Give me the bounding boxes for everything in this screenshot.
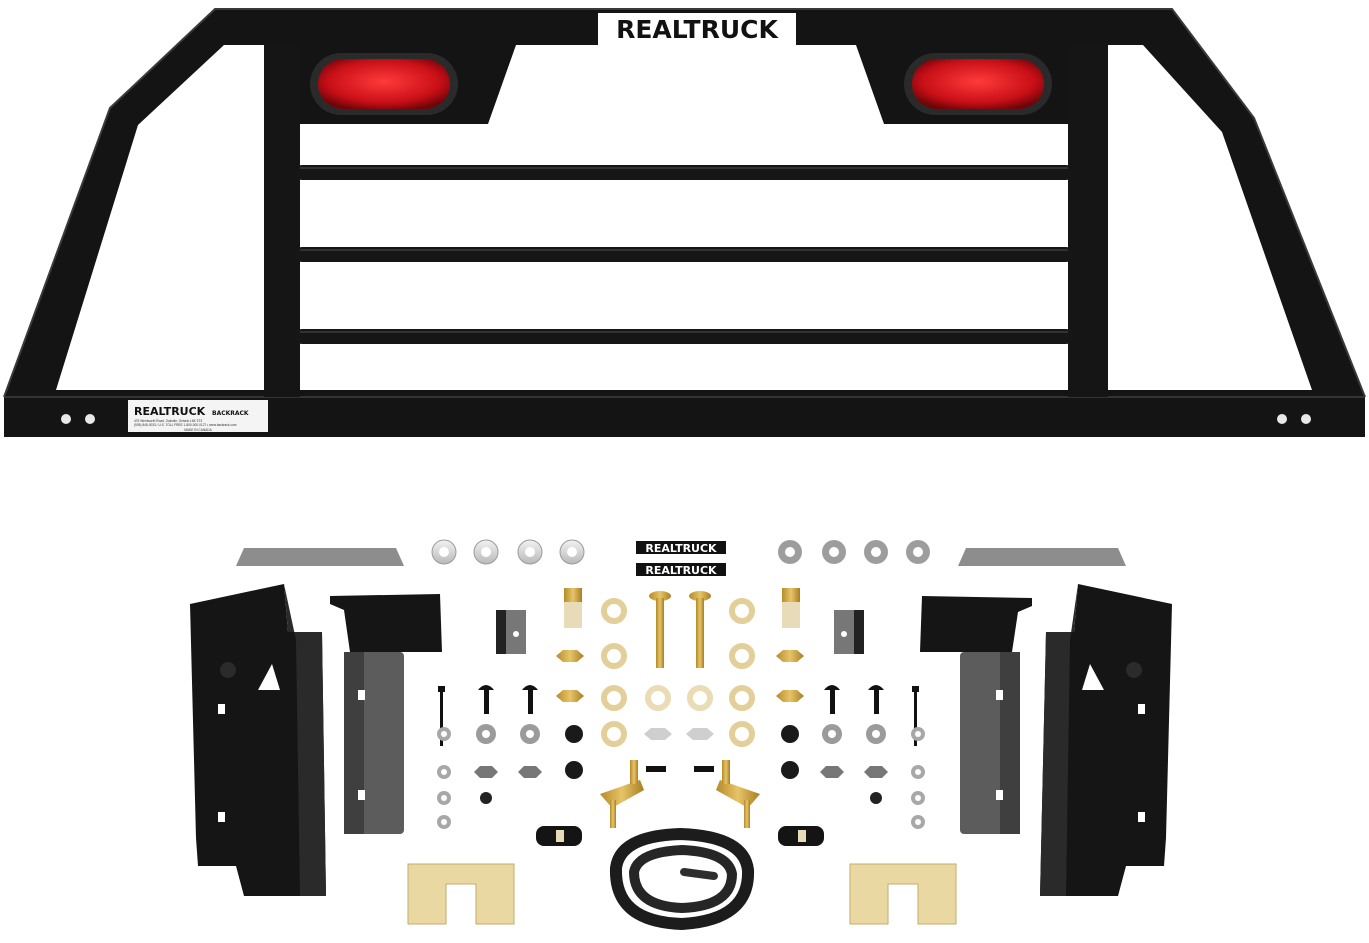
- angle-bracket-small: [496, 610, 526, 654]
- right-taillight: [904, 53, 1052, 115]
- brand-decal-text: REALTRUCK: [645, 564, 717, 577]
- carriage-bolt: [649, 591, 671, 668]
- cover-plate-left: [236, 548, 404, 566]
- j-bolt-right: [694, 760, 760, 828]
- side-bracket-right: [1040, 584, 1172, 896]
- brand-decal-text: REALTRUCK: [645, 542, 717, 555]
- mid-bracket-left: [330, 594, 442, 834]
- rack-left-post: [264, 45, 300, 397]
- u-shim-right: [849, 863, 957, 925]
- foam-seal-coil: [609, 827, 755, 931]
- carriage-bolt: [689, 591, 711, 668]
- grey-washers: [437, 724, 925, 829]
- brand-plate: [598, 13, 796, 45]
- product-label: [128, 400, 268, 432]
- washer-row-top: [431, 539, 930, 565]
- brand-decal: [636, 541, 726, 554]
- rack-right-post: [1068, 45, 1108, 397]
- label-made-in: MADE IN CANADA: [184, 428, 212, 432]
- u-shim-left: [407, 863, 515, 925]
- rack-outer-frame: [4, 9, 1365, 437]
- label-sub-brand: BACKRACK: [212, 410, 249, 417]
- brand-decal: [636, 563, 726, 576]
- mount-hole: [85, 414, 95, 424]
- mount-hole: [61, 414, 71, 424]
- black-clip-left: [536, 826, 582, 846]
- black-clip-right: [778, 826, 824, 846]
- black-bolts: [438, 685, 919, 746]
- angle-bracket-small: [834, 610, 864, 654]
- mount-hole: [1301, 414, 1311, 424]
- label-address: 475 Wentworth Road, Oakville, Ontario L6…: [134, 419, 202, 423]
- hardware-kit: REALTRUCK REALTRUCK: [190, 539, 1172, 931]
- side-bracket-left: [190, 584, 326, 896]
- clip-nut: [782, 588, 800, 628]
- cover-plate-right: [958, 548, 1126, 566]
- left-taillight: [310, 53, 458, 115]
- mid-bracket-right: [920, 596, 1032, 834]
- j-bolt-left: [600, 760, 666, 828]
- gold-washers: [556, 598, 804, 747]
- label-contact: (905) 845-0033 / U.S. TOLL FREE 1-800-00…: [134, 423, 237, 427]
- headache-rack: REALTRUCK REALTRUCK BACKRACK 475 Wentwor…: [3, 8, 1366, 437]
- mount-hole: [1277, 414, 1287, 424]
- label-brand: REALTRUCK: [134, 405, 206, 418]
- brand-logo-text: REALTRUCK: [616, 15, 779, 44]
- clip-nut: [564, 588, 582, 628]
